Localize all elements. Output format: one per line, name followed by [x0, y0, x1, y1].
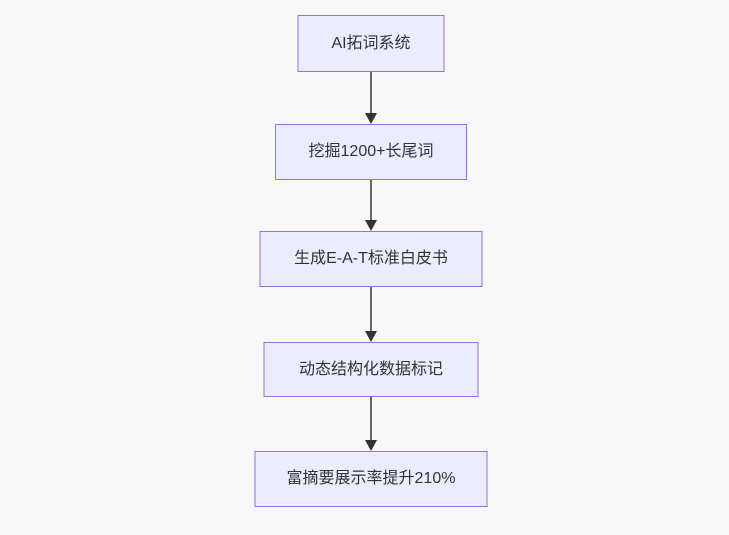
arrow-down-icon	[364, 180, 378, 231]
flow-node-rich-snippet-result: 富摘要展示率提升210%	[254, 451, 488, 507]
edge-line	[370, 287, 372, 332]
arrow-down-icon	[364, 287, 378, 342]
edge-line	[370, 180, 372, 221]
flow-node-longtail-mining: 挖掘1200+长尾词	[275, 124, 467, 180]
flow-node-eat-whitepaper: 生成E-A-T标准白皮书	[259, 231, 483, 287]
arrowhead-icon	[365, 113, 377, 124]
arrow-down-icon	[364, 72, 378, 124]
flow-node-ai-word-expansion: AI拓词系统	[297, 15, 445, 72]
arrowhead-icon	[365, 331, 377, 342]
edge-line	[370, 397, 372, 441]
flow-node-structured-data-markup: 动态结构化数据标记	[263, 342, 479, 397]
arrowhead-icon	[365, 220, 377, 231]
arrow-down-icon	[364, 397, 378, 451]
arrowhead-icon	[365, 440, 377, 451]
edge-line	[370, 72, 372, 114]
